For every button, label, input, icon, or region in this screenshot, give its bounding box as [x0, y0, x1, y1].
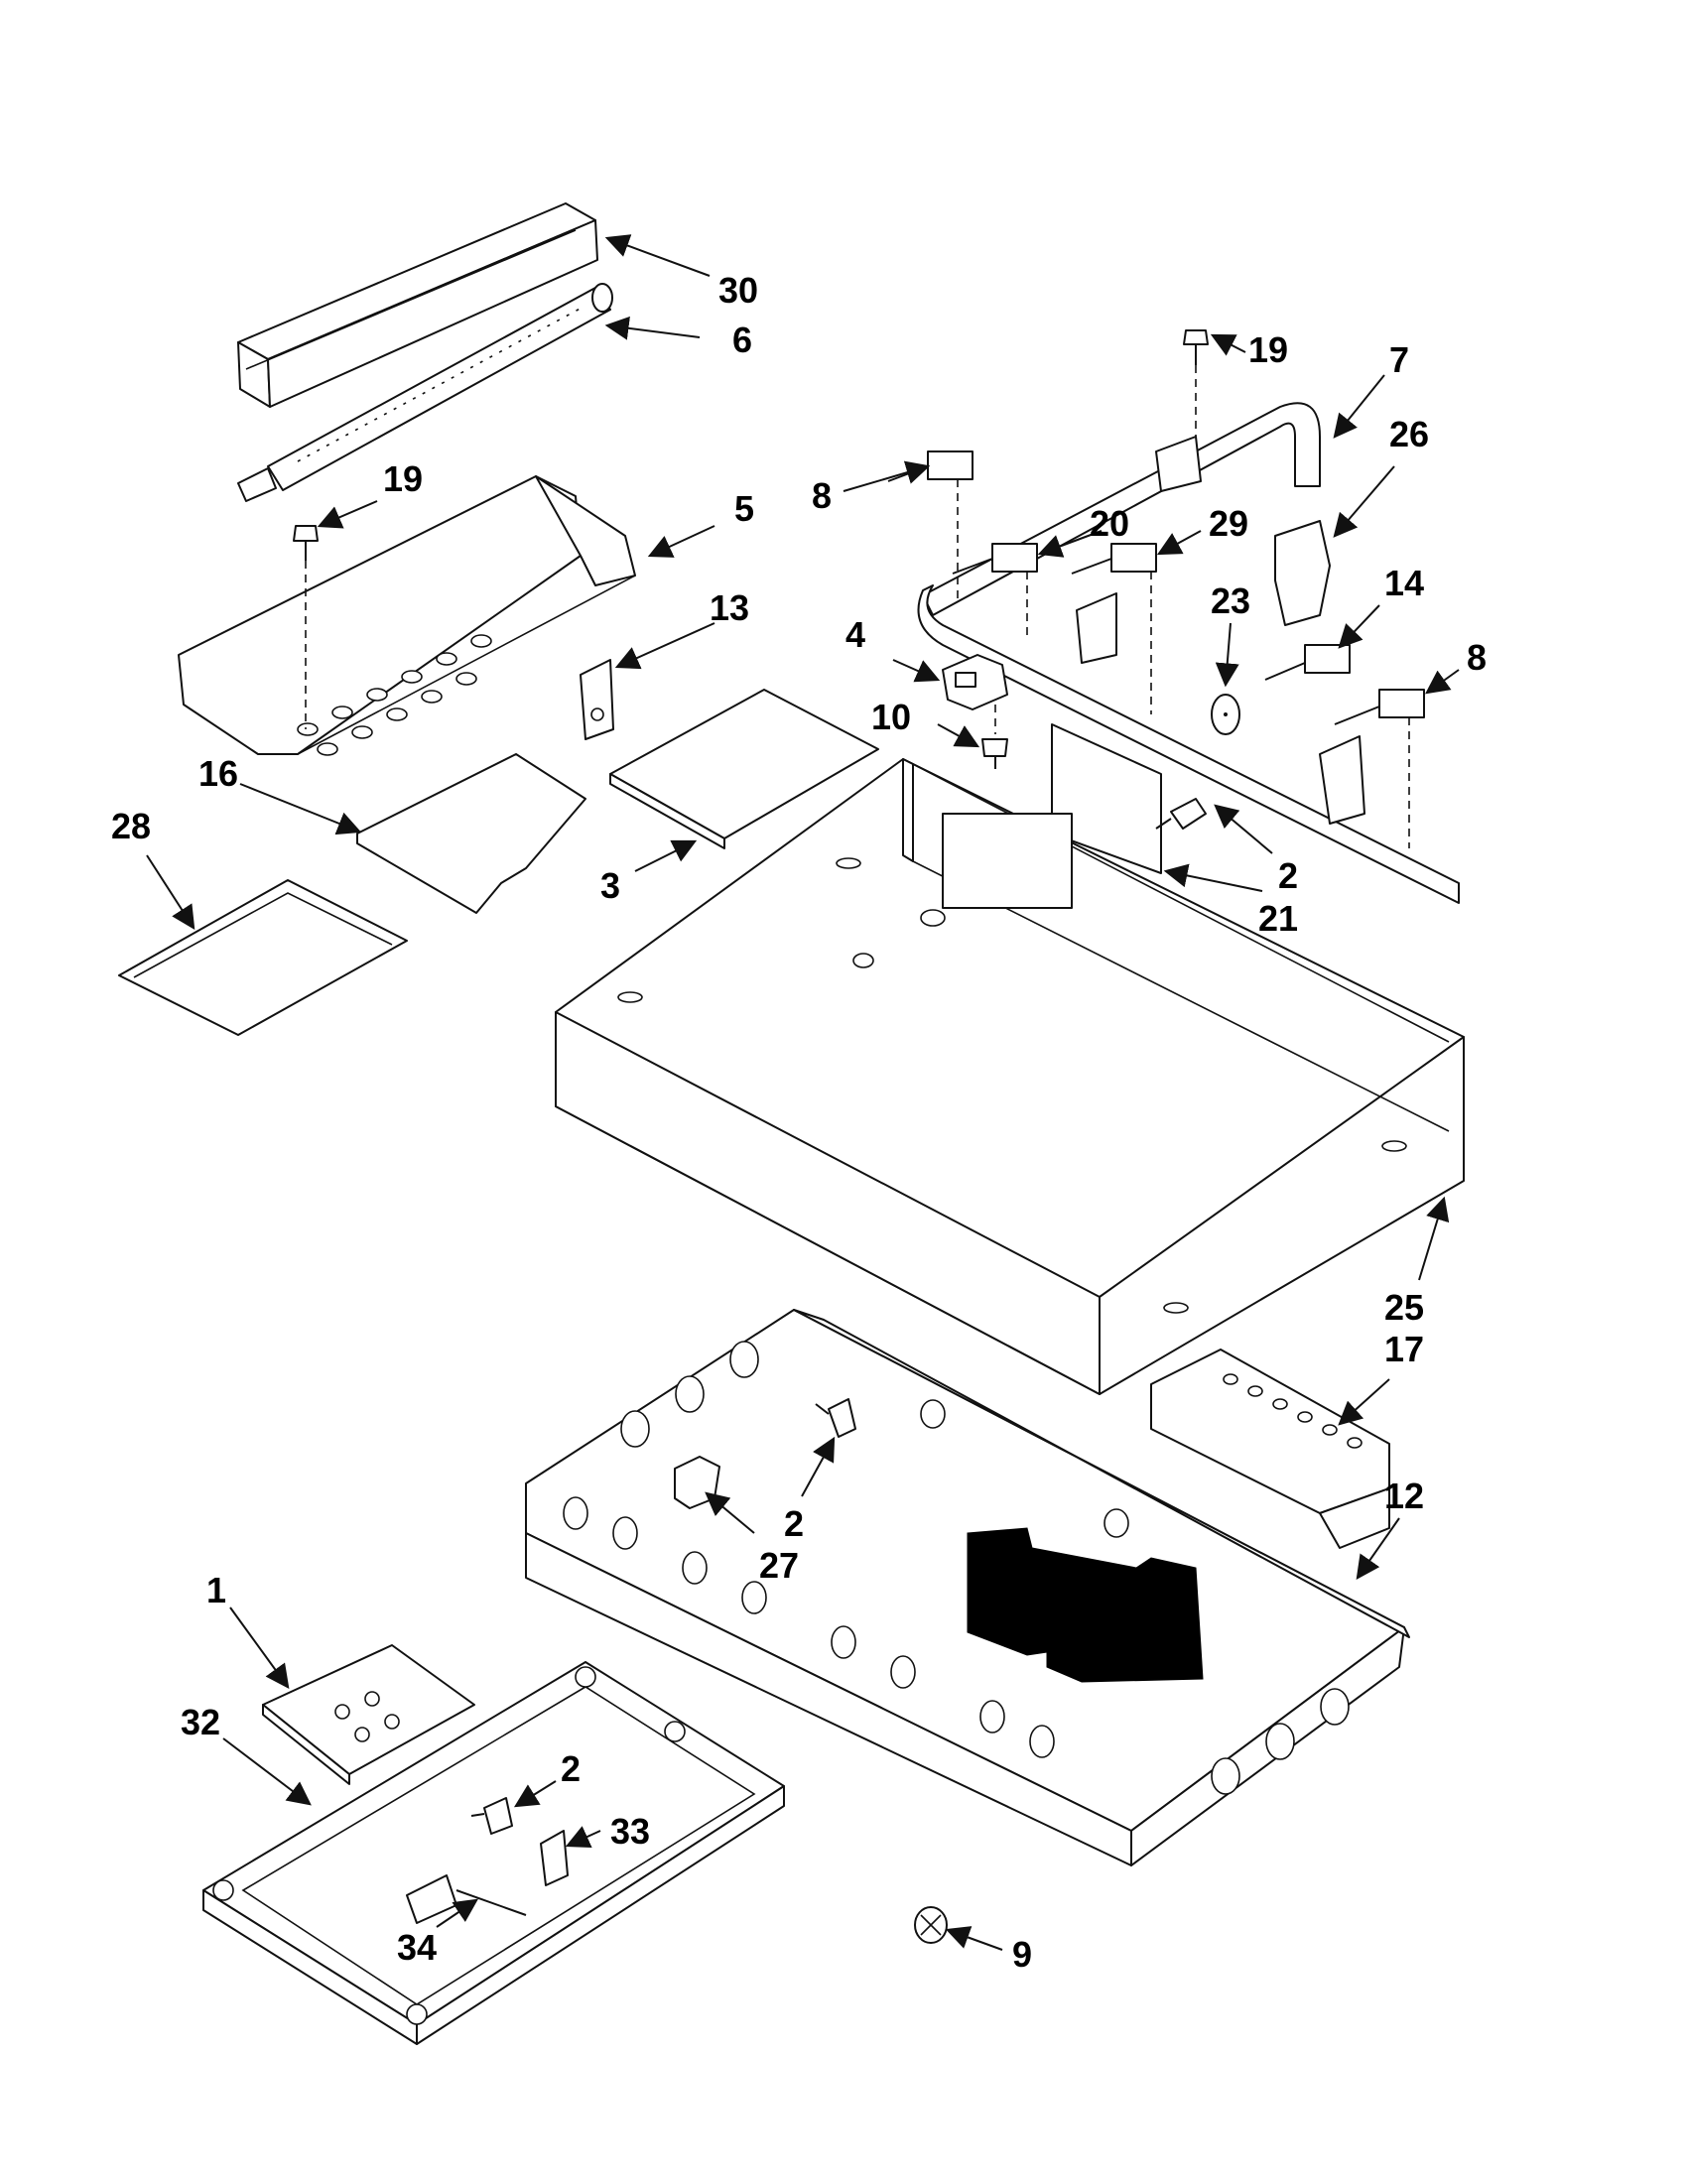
callout-4: 4: [845, 614, 865, 655]
callout-labels: 30 6 19 5 13 16 3 28 19 7 8 20 29 26 23 …: [111, 270, 1487, 1975]
callout-17: 17: [1384, 1329, 1424, 1369]
part-26-manifold-bracket: [1274, 520, 1331, 626]
part-2-igniter-top: [1155, 798, 1207, 830]
part-33-bracket: [540, 1830, 569, 1886]
callout-33: 33: [610, 1811, 650, 1852]
callout-3: 3: [600, 865, 620, 906]
callout-6: 6: [732, 320, 752, 360]
callout-12: 12: [1384, 1476, 1424, 1516]
part-4-clip: [942, 654, 1008, 710]
callout-20: 20: [1090, 503, 1129, 544]
callout-8-top: 8: [812, 475, 832, 516]
callout-2-top: 2: [1278, 855, 1298, 896]
part-14-gas-valve: [1264, 644, 1351, 681]
part-20-gas-valve: [952, 543, 1038, 640]
callout-14: 14: [1384, 563, 1424, 603]
callout-25: 25: [1384, 1287, 1424, 1328]
part-2-igniter-middle: [815, 1398, 856, 1438]
callout-28: 28: [111, 806, 151, 846]
tray-slots: [297, 634, 492, 756]
part-29-gas-valve: [1071, 543, 1157, 714]
leader-lines: [146, 234, 1460, 1951]
part-23-washer: [1211, 694, 1240, 735]
part-30-burner-shield: [237, 202, 598, 408]
callout-34: 34: [397, 1927, 437, 1968]
part-1-cover-plate: [262, 1644, 475, 1785]
callout-19: 19: [383, 458, 423, 499]
part-8-gas-valve-right: [1334, 689, 1425, 848]
callout-29: 29: [1209, 503, 1248, 544]
callout-10: 10: [871, 697, 911, 737]
part-9-knob: [914, 1906, 948, 1944]
callout-1: 1: [206, 1570, 226, 1610]
part-19-screw-left: [293, 525, 319, 729]
callout-7: 7: [1389, 339, 1409, 380]
callout-9: 9: [1012, 1934, 1032, 1975]
callout-2-middle: 2: [784, 1503, 804, 1544]
part-5-burner-tray: [178, 475, 636, 756]
part-13-bracket: [580, 659, 614, 740]
part-6-burner-tube: [237, 283, 613, 502]
callout-2-bottom: 2: [561, 1748, 581, 1789]
callout-13: 13: [710, 587, 749, 628]
part-25-cooktop-body: [555, 758, 1465, 1395]
part-3-griddle-plate: [609, 689, 879, 849]
part-17-control-panel: [1150, 1349, 1390, 1549]
callout-19-right: 19: [1248, 329, 1288, 370]
manifold-bracket-right: [1319, 735, 1365, 825]
callout-27: 27: [759, 1545, 799, 1586]
part-21-panel: [1051, 723, 1162, 874]
redacted-region: [967, 1527, 1204, 1683]
callout-26: 26: [1389, 414, 1429, 454]
part-28-drip-plate: [118, 879, 408, 1036]
callout-16: 16: [198, 753, 238, 794]
callout-21: 21: [1258, 898, 1298, 939]
callout-8-right: 8: [1467, 637, 1487, 678]
callout-5: 5: [734, 488, 754, 529]
part-32-grill-pan: [202, 1661, 785, 2045]
callout-30: 30: [718, 270, 758, 311]
base-pan-holes: [563, 1341, 1350, 1795]
callout-32: 32: [181, 1702, 220, 1742]
part-10-screw: [981, 705, 1008, 769]
part-19-screw-right: [1155, 329, 1209, 492]
part-12-base-pan: [525, 1309, 1410, 1866]
part-16-heat-shield: [356, 753, 586, 914]
part-8-gas-valve-top: [887, 450, 974, 600]
callout-23: 23: [1211, 580, 1250, 621]
manifold-bracket-center: [1076, 592, 1117, 664]
part-2-igniter-bottom: [470, 1797, 513, 1835]
